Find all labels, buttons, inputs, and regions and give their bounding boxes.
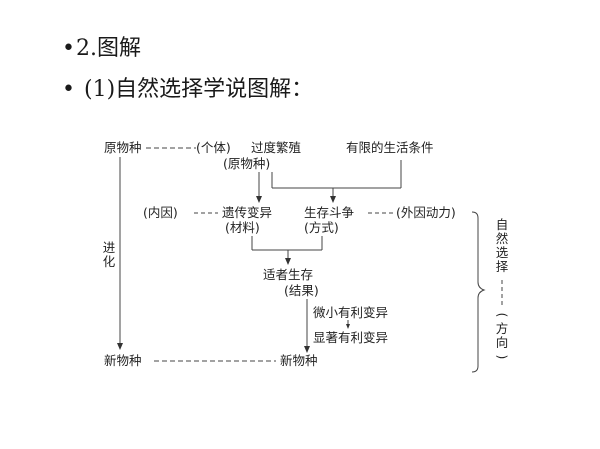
node-limited-conditions: 有限的生活条件 <box>346 140 434 155</box>
node-survival-fittest-sub: (结果) <box>284 283 319 298</box>
node-original-species: 原物种 <box>104 140 142 155</box>
label-evolution: 进 化 <box>102 240 116 269</box>
node-new-species-right: 新物种 <box>280 353 318 368</box>
bullet-marker: • <box>62 36 75 61</box>
node-heritable-variation-sub: (材料) <box>225 220 260 235</box>
node-individual: (个体) <box>196 140 231 155</box>
node-new-species-left: 新物种 <box>104 353 142 368</box>
node-struggle-sub: (方式) <box>304 220 339 235</box>
node-overbreeding: 过度繁殖 <box>251 140 302 155</box>
heading-text: 2.图解 <box>76 36 141 61</box>
bullet-heading: •2.图解 <box>62 36 141 62</box>
node-overbreeding-sub: (原物种) <box>223 156 271 171</box>
node-internal-cause: (内因) <box>143 205 178 220</box>
label-natural-selection: 自 然 选 择 <box>495 217 509 274</box>
label-direction: ( 方 向 ) <box>495 312 510 360</box>
node-minor-variation: 微小有利变异 <box>313 305 389 320</box>
node-heritable-variation: 遗传变异 <box>222 205 273 220</box>
subheading-text: (1)自然选择学说图解： <box>84 77 314 102</box>
bullet-subheading: • (1)自然选择学说图解： <box>62 77 313 103</box>
node-significant-variation: 显著有利变异 <box>313 330 389 345</box>
node-external-cause: (外因动力) <box>396 205 456 220</box>
bullet-marker: • <box>62 77 75 102</box>
node-survival-fittest: 适者生存 <box>263 267 314 282</box>
node-struggle: 生存斗争 <box>304 205 355 220</box>
